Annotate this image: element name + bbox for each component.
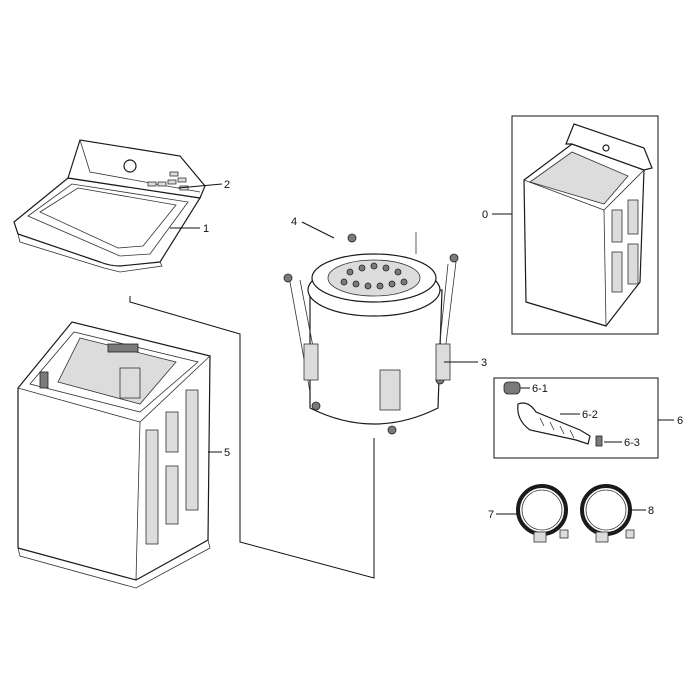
complete-washer-box [511, 115, 659, 335]
drain-parts-box [493, 377, 659, 459]
assembly-connector-line [129, 296, 375, 579]
inlet-hoses [516, 484, 635, 543]
basket-holes [340, 262, 408, 290]
label-part-6-2: 6-2 [582, 409, 598, 421]
top-cover-assembly [13, 139, 206, 273]
label-part-1: 1 [203, 223, 209, 235]
label-part-6-1: 6-1 [532, 383, 548, 395]
label-part-6-3: 6-3 [624, 437, 640, 449]
label-part-4: 4 [291, 216, 297, 228]
cabinet [17, 321, 211, 589]
label-part-0: 0 [482, 209, 488, 221]
label-part-5: 5 [224, 447, 230, 459]
control-buttons [147, 171, 189, 191]
label-part-7: 7 [488, 509, 494, 521]
label-part-2: 2 [224, 179, 230, 191]
label-part-3: 3 [481, 357, 487, 369]
label-part-8: 8 [648, 505, 654, 517]
label-part-6: 6 [677, 415, 683, 427]
tub-assembly [283, 232, 459, 435]
